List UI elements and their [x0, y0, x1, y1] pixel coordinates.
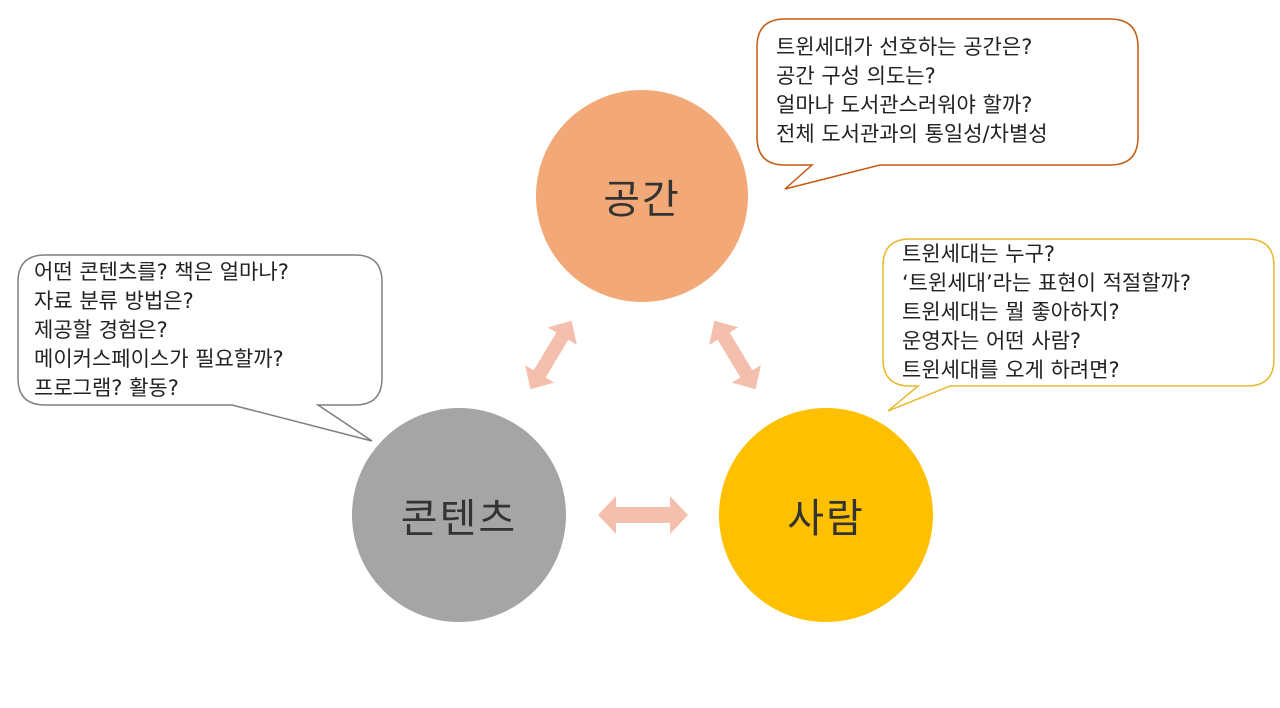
space-question: 트윈세대가 선호하는 공간은?	[776, 35, 1033, 59]
arrow-content-people	[598, 496, 688, 534]
people-question: 트윈세대를 오게 하려면?	[902, 358, 1120, 382]
people-question: 트윈세대는 누구?	[902, 242, 1056, 266]
space-speech-bubble	[756, 18, 1139, 190]
space-label: 공간	[603, 177, 681, 223]
content-label: 콘텐츠	[400, 496, 518, 542]
people-circle	[719, 408, 933, 622]
people-questions: 트윈세대는 누구? ‘트윈세대’라는 표현이 적절할까? 트윈세대는 뭘 좋아하…	[902, 240, 1191, 385]
people-question: ‘트윈세대’라는 표현이 적절할까?	[902, 271, 1192, 295]
space-question: 공간 구성 의도는?	[776, 64, 936, 88]
content-questions: 어떤 콘텐츠를? 책은 얼마나? 자료 분류 방법은? 제공할 경험은? 메이커…	[34, 258, 289, 403]
people-question: 운영자는 어떤 사람?	[902, 329, 1082, 353]
content-question: 프로그램? 활동?	[34, 376, 179, 400]
content-question: 자료 분류 방법은?	[34, 289, 194, 313]
space-question: 얼마나 도서관스러워야 할까?	[776, 93, 1033, 117]
arrow-space-people	[709, 320, 761, 390]
space-circle	[536, 90, 748, 302]
people-speech-bubble	[882, 238, 1275, 412]
content-circle	[352, 408, 566, 622]
content-speech-bubble	[17, 254, 383, 442]
arrow-space-content	[525, 320, 577, 390]
content-question: 제공할 경험은?	[34, 318, 168, 342]
space-question: 전체 도서관과의 통일성/차별성	[776, 122, 1048, 146]
content-question: 어떤 콘텐츠를? 책은 얼마나?	[34, 260, 289, 284]
space-questions: 트윈세대가 선호하는 공간은? 공간 구성 의도는? 얼마나 도서관스러워야 할…	[776, 33, 1048, 149]
people-question: 트윈세대는 뭘 좋아하지?	[902, 300, 1120, 324]
content-question: 메이커스페이스가 필요할까?	[34, 347, 284, 371]
people-label: 사람	[787, 496, 865, 542]
